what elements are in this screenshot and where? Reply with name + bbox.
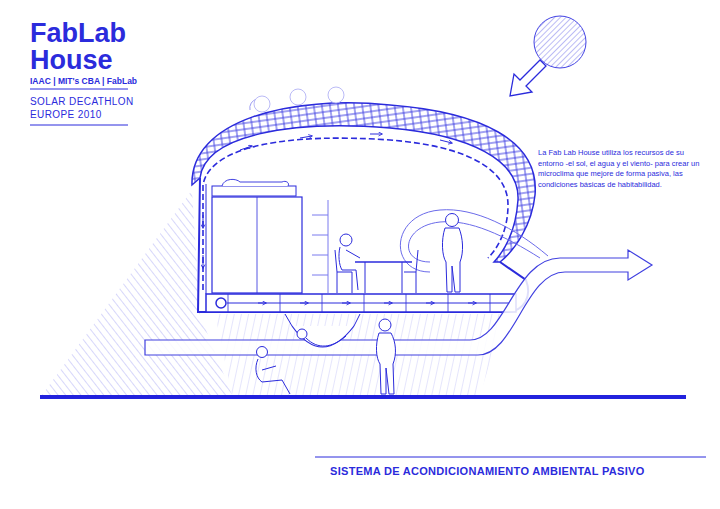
inner-wall [206,184,207,294]
sleeping-person [222,179,289,186]
hammock-rope [354,314,360,326]
chair [404,250,418,293]
hammock-rope [285,314,292,326]
flow-arrow [300,136,312,138]
event-name: SOLAR DECATHLON EUROPE 2010 [30,96,142,121]
person-head [340,234,352,246]
hammock [292,326,354,347]
skylight [328,87,344,103]
standing-person [376,333,395,394]
closet [212,197,302,293]
shelf [312,215,328,216]
shelf [312,255,328,256]
shelf-post [328,200,329,293]
description: La Fab Lab House utiliza los recursos de… [538,148,706,191]
closet-door [257,197,258,293]
title: FabLab House [30,20,126,74]
duct-rib [228,294,229,312]
caption-box: SISTEMA DE ACONDICIONAMIENTO AMBIENTAL P… [330,465,645,478]
flow-arrow [384,303,392,304]
air-curl [400,210,548,272]
flow-arrow [203,215,204,228]
title-box: FabLab House [30,20,126,74]
shelf [312,235,328,236]
flow-arrow [300,303,308,304]
description-box: La Fab Lab House utiliza los recursos de… [538,148,706,191]
duct-inlet [216,298,226,308]
envelope-section [198,178,528,312]
person-head [297,329,307,339]
standing-person [442,228,462,292]
floor-duct [206,294,516,312]
header-rule [30,125,128,126]
flow-arrow [426,303,434,304]
duct-rib [448,294,449,312]
duct-flow [227,303,510,304]
person-head [446,214,459,227]
flow-arrow [342,303,350,304]
subtitle-box: IAAC | MIT's CBA | FabLab [30,76,137,86]
sitting-person [256,359,290,394]
duct-rib [280,294,281,312]
shelf [312,275,328,276]
table-top [355,261,412,263]
air-curl [408,222,540,262]
bed [212,186,296,196]
caption: SISTEMA DE ACONDICIONAMIENTO AMBIENTAL P… [330,465,645,478]
duct-rib [364,294,365,312]
duct-rib [490,294,491,312]
seated-person [339,247,360,290]
flow-arrow [258,303,266,304]
table-leg [365,262,366,293]
ground-line [40,395,686,399]
skylight [254,96,270,112]
person-head [379,319,391,331]
flow-arrow [370,134,382,135]
sun-arrow [510,60,546,96]
sun-symbol [534,16,586,68]
caption-rule [315,457,706,458]
flow-arrow [440,140,452,143]
chair [335,250,352,293]
skylight [290,89,306,105]
table-leg [402,262,403,293]
header-rule [30,89,128,90]
event-name-box: SOLAR DECATHLON EUROPE 2010 [30,96,142,121]
flow-arrow [203,255,204,268]
light-hatch [42,190,232,395]
person-head [257,347,268,358]
flow-arrow [240,146,252,150]
subtitle: IAAC | MIT's CBA | FabLab [30,76,137,86]
duct-rib [322,294,323,312]
lying-person [306,336,346,346]
flow-arrow [468,303,476,304]
wind-flow-arrow [145,250,652,355]
duct-rib [406,294,407,312]
